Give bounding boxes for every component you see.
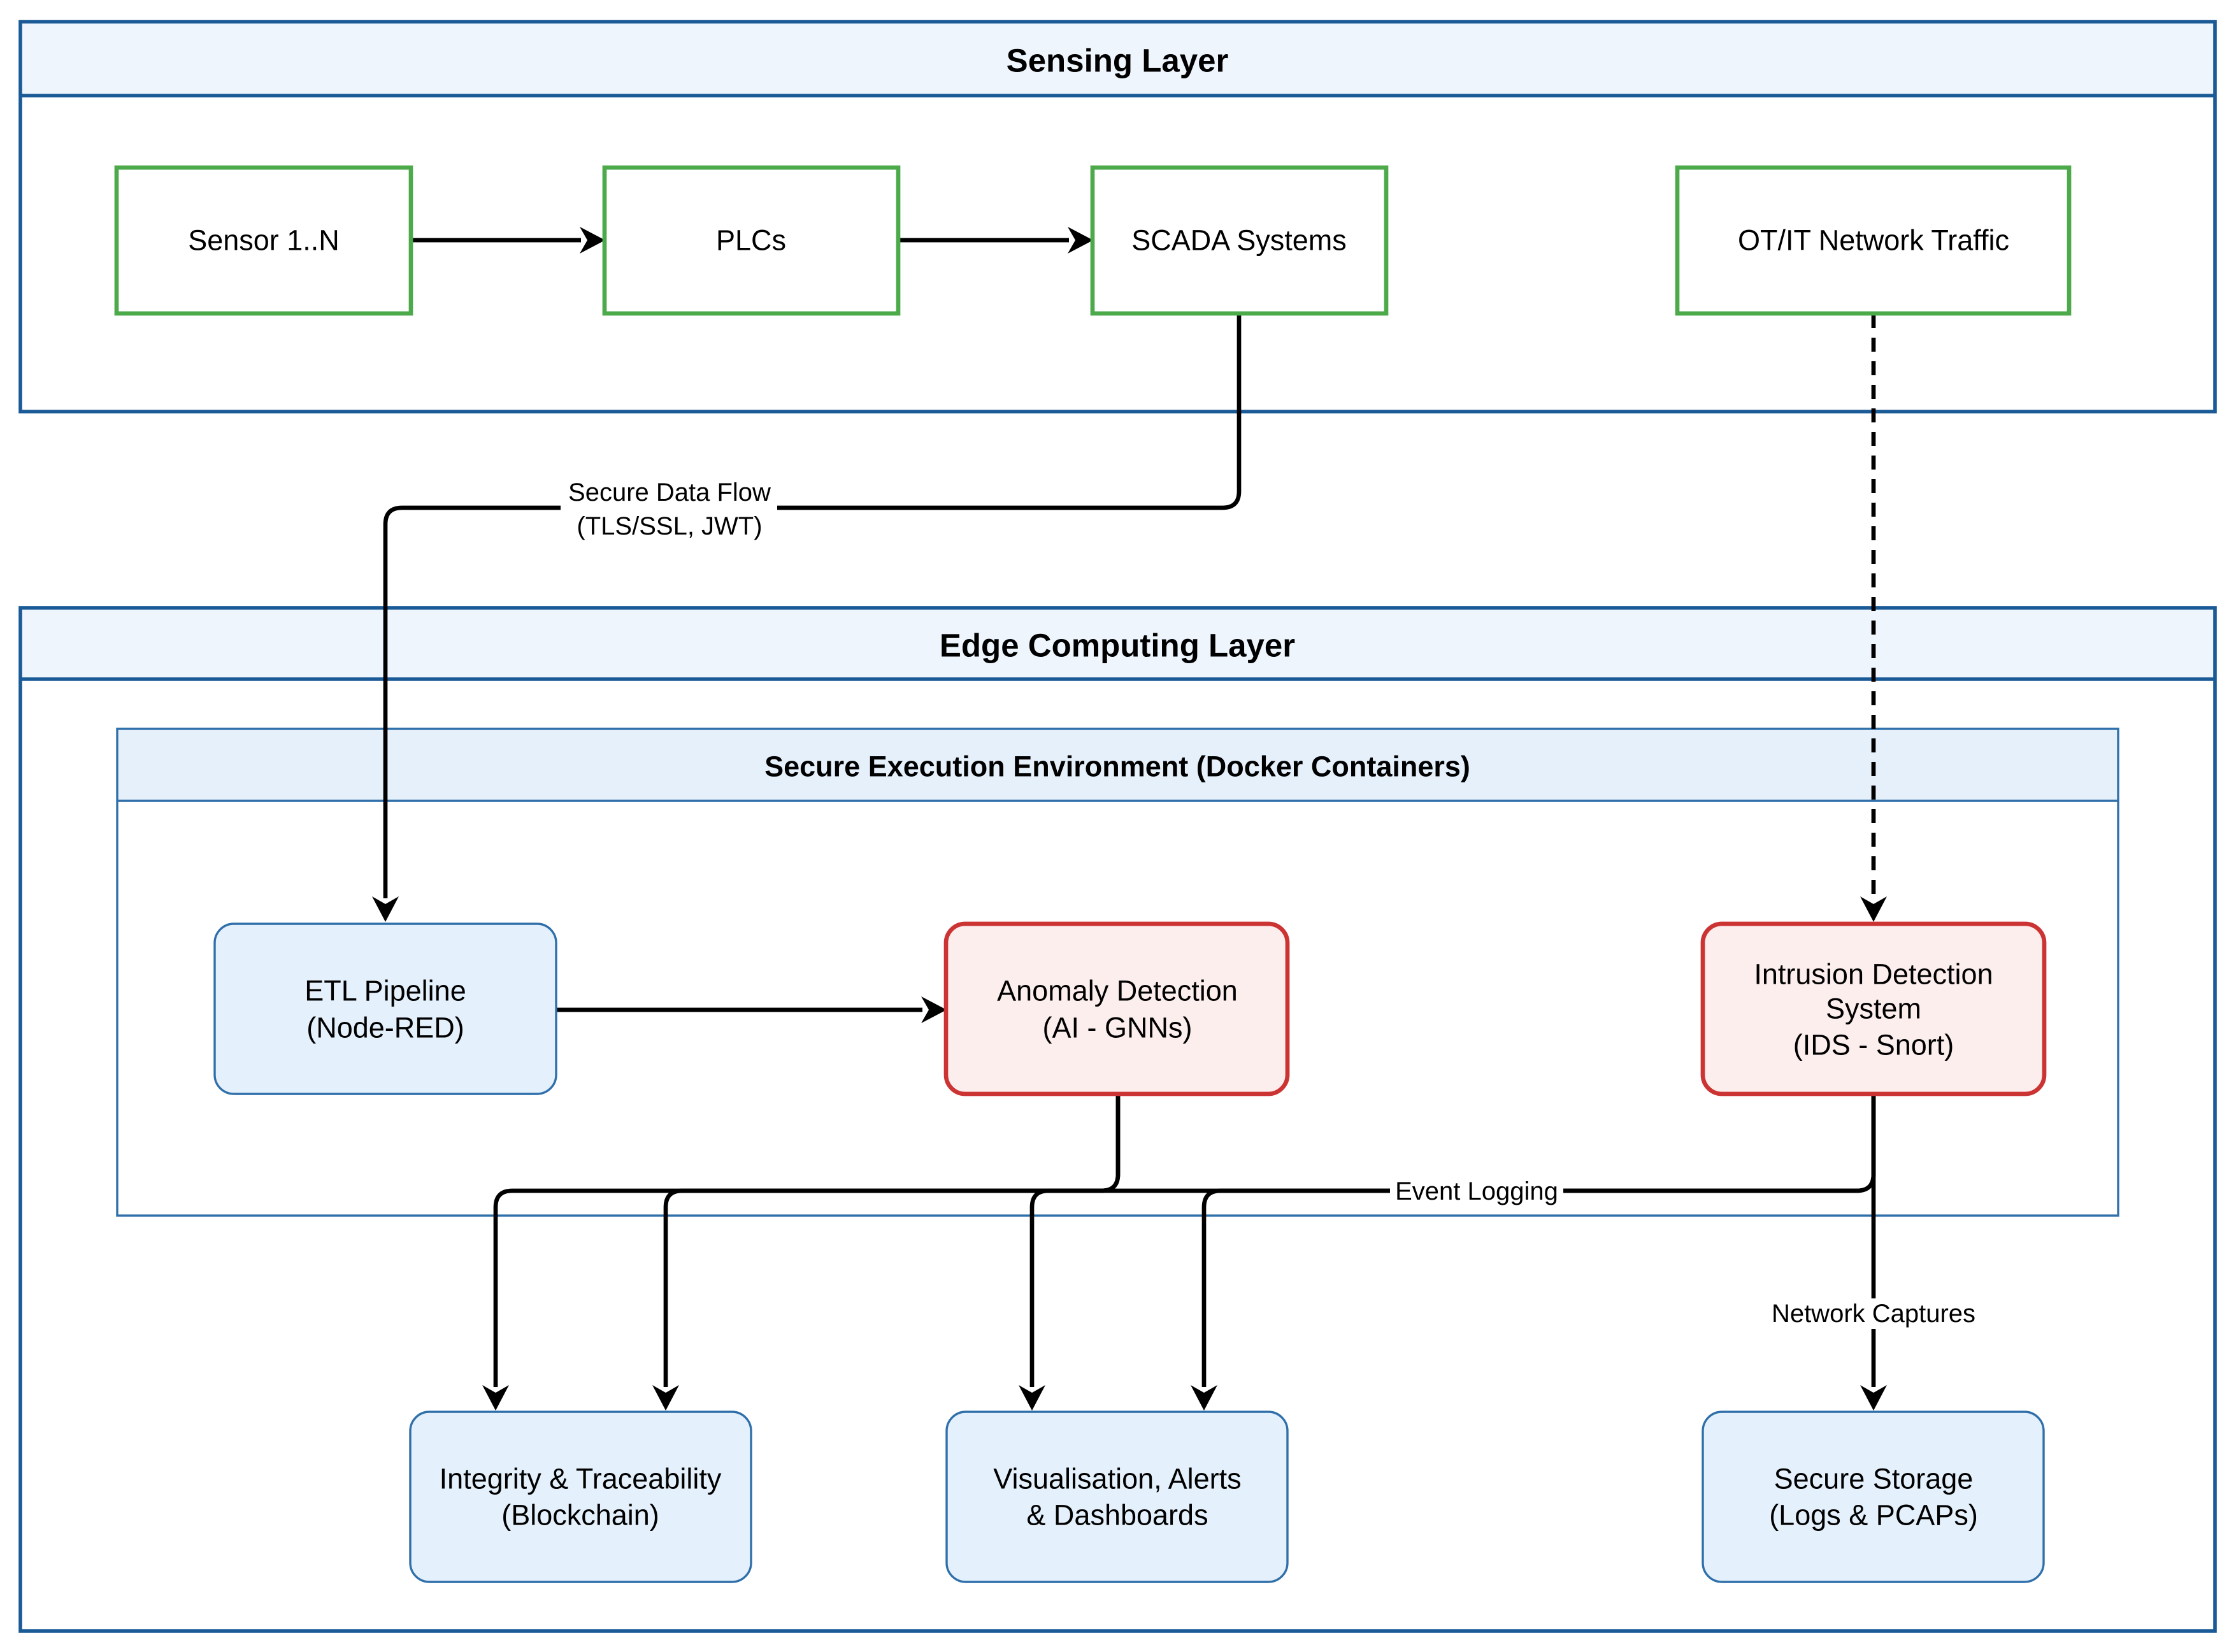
arrowhead-etl bbox=[372, 896, 399, 922]
node-anomaly-detection[interactable]: Anomaly Detection (AI - GNNs) bbox=[943, 921, 1290, 1096]
node-plcs-box[interactable] bbox=[602, 165, 901, 316]
edge-layer-title: Edge Computing Layer bbox=[940, 628, 1295, 664]
node-network-traffic-label: OT/IT Network Traffic bbox=[1738, 224, 2009, 257]
node-visual-box[interactable] bbox=[945, 1411, 1289, 1583]
sensing-layer-header bbox=[20, 22, 2215, 96]
node-scada-box[interactable] bbox=[1090, 165, 1389, 316]
secure-flow-protocols-label: (TLS/SSL, JWT) bbox=[577, 512, 762, 540]
node-sensor-box[interactable] bbox=[114, 165, 413, 316]
node-network-traffic[interactable]: OT/IT Network Traffic bbox=[1675, 165, 2072, 316]
sensing-layer: Sensing Layer bbox=[18, 20, 2217, 413]
sensing-layer-title: Sensing Layer bbox=[1007, 43, 1229, 79]
event-logging-label: Event Logging bbox=[1395, 1177, 1558, 1205]
connectors bbox=[372, 227, 1887, 1411]
node-ids-box[interactable] bbox=[1700, 921, 2047, 1096]
edge-labels: Secure Data Flow (TLS/SSL, JWT) Event Lo… bbox=[561, 477, 1984, 1329]
secure-env-header bbox=[117, 729, 2118, 801]
node-anomaly-line-1: Anomaly Detection bbox=[997, 975, 1238, 1007]
node-etl-line-2: (Node-RED) bbox=[306, 1012, 464, 1044]
node-integrity-line-2: (Blockchain) bbox=[501, 1499, 659, 1532]
arrowhead-visual-2 bbox=[1191, 1385, 1217, 1411]
node-ids-line-1: Intrusion Detection bbox=[1754, 958, 1993, 991]
arrowhead-scada bbox=[1068, 227, 1093, 254]
edge-anomaly-to-visual bbox=[1029, 1095, 1121, 1387]
node-storage-box[interactable] bbox=[1702, 1411, 2045, 1583]
arrowhead-ids bbox=[1860, 896, 1887, 922]
node-integrity-traceability[interactable]: Integrity & Traceability (Blockchain) bbox=[409, 1411, 752, 1583]
node-etl-line-1: ETL Pipeline bbox=[305, 975, 466, 1007]
node-plcs[interactable]: PLCs bbox=[602, 165, 901, 316]
node-scada[interactable]: SCADA Systems bbox=[1090, 165, 1389, 316]
arrowhead-plcs bbox=[580, 227, 605, 254]
node-sensor[interactable]: Sensor 1..N bbox=[114, 165, 413, 316]
node-visual-line-1: Visualisation, Alerts bbox=[993, 1463, 1241, 1495]
arrowhead-anomaly bbox=[921, 996, 947, 1023]
node-anomaly-line-2: (AI - GNNs) bbox=[1043, 1012, 1193, 1044]
node-storage-line-1: Secure Storage bbox=[1774, 1463, 1974, 1495]
arrowhead-storage bbox=[1860, 1385, 1887, 1411]
node-plcs-label: PLCs bbox=[716, 224, 786, 257]
node-secure-storage[interactable]: Secure Storage (Logs & PCAPs) bbox=[1702, 1411, 2045, 1583]
node-network-traffic-box[interactable] bbox=[1675, 165, 2072, 316]
arrowhead-integrity-1 bbox=[482, 1385, 509, 1411]
node-anomaly-box[interactable] bbox=[943, 921, 1290, 1096]
secure-env-frame bbox=[116, 728, 2119, 1217]
event-logging-label-bg bbox=[1390, 1176, 1563, 1205]
secure-flow-label-bg bbox=[561, 477, 777, 540]
secure-env-title: Secure Execution Environment (Docker Con… bbox=[764, 751, 1470, 783]
node-scada-label: SCADA Systems bbox=[1131, 224, 1347, 257]
node-intrusion-detection[interactable]: Intrusion Detection System (IDS - Snort) bbox=[1700, 921, 2047, 1096]
node-integrity-box[interactable] bbox=[409, 1411, 752, 1583]
edge-scada-to-etl bbox=[383, 314, 1242, 898]
network-captures-label: Network Captures bbox=[1772, 1300, 1975, 1328]
edge-layer-frame bbox=[18, 606, 2217, 1633]
node-visualisation-alerts[interactable]: Visualisation, Alerts & Dashboards bbox=[945, 1411, 1289, 1583]
secure-flow-label: Secure Data Flow bbox=[568, 478, 771, 506]
sensing-layer-frame bbox=[18, 20, 2217, 413]
node-etl-pipeline[interactable]: ETL Pipeline (Node-RED) bbox=[213, 923, 557, 1095]
node-visual-line-2: & Dashboards bbox=[1026, 1499, 1208, 1532]
node-sensor-label: Sensor 1..N bbox=[188, 224, 340, 257]
node-etl-box[interactable] bbox=[213, 923, 557, 1095]
node-ids-line-2: System bbox=[1826, 993, 1921, 1025]
node-ids-line-3: (IDS - Snort) bbox=[1793, 1029, 1954, 1061]
node-integrity-line-1: Integrity & Traceability bbox=[440, 1463, 722, 1495]
arrowhead-visual-1 bbox=[1019, 1385, 1045, 1411]
node-storage-line-2: (Logs & PCAPs) bbox=[1769, 1499, 1978, 1532]
network-captures-label-bg bbox=[1763, 1298, 1984, 1329]
arrowhead-integrity-2 bbox=[652, 1385, 679, 1411]
